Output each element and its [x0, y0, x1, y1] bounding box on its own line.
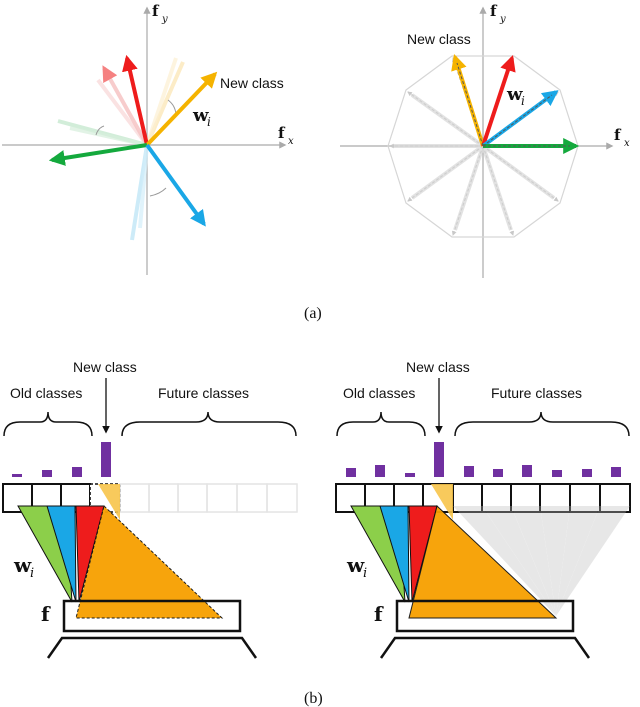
- future-classes-brace-right: [454, 411, 630, 437]
- bar-r-7: [522, 465, 532, 477]
- weight-label-b: w: [13, 553, 32, 577]
- arrow-red: [122, 54, 149, 146]
- weight-sub-right: i: [521, 94, 525, 108]
- bar-r-9: [582, 469, 592, 477]
- caption-a: (a): [304, 305, 322, 322]
- new-class-label-right: New class: [407, 31, 471, 47]
- rotation-arc-2: [95, 125, 105, 136]
- arrow-blue: [145, 143, 206, 227]
- weight-sub-b: i: [30, 566, 34, 581]
- axis-x-label-right: f: [614, 126, 622, 144]
- old-classes-label: Old classes: [10, 385, 82, 401]
- bar-r-3: [405, 473, 415, 477]
- caption-b: (b): [304, 690, 323, 707]
- new-class-label-b: New class: [73, 359, 137, 375]
- bar-1: [12, 474, 22, 477]
- base-stand-right: [379, 636, 591, 659]
- axis-x-label: f: [278, 124, 286, 142]
- arrow-green: [48, 143, 148, 166]
- axis-y-sub: y: [161, 14, 168, 25]
- old-classes-brace: [3, 411, 93, 437]
- panel-a-left: f y f x New class w i: [2, 2, 294, 275]
- axis-y-sub-right: y: [499, 14, 506, 25]
- feature-label: f: [41, 602, 51, 626]
- old-classes-label-right: Old classes: [343, 385, 415, 401]
- future-classes-label-right: Future classes: [491, 385, 582, 401]
- faded-arrow-pink-2: [96, 78, 149, 147]
- bar-r-8: [552, 470, 562, 477]
- bar-r-10: [611, 467, 621, 477]
- triangle-orange: [75, 505, 224, 619]
- new-class-label-b-right: New class: [406, 359, 470, 375]
- panel-b-left: New class Old classes Future classes: [2, 359, 298, 659]
- feature-box: [62, 599, 242, 633]
- bar-r-new: [434, 442, 444, 477]
- triangle-blue-right: [379, 505, 410, 603]
- faded-arrow-yellow-2: [145, 57, 178, 146]
- base-stand: [46, 636, 258, 659]
- bar-r-5: [464, 466, 474, 477]
- feature-label-right: f: [374, 602, 384, 626]
- rotation-arc-3: [149, 187, 167, 197]
- future-triangles: [453, 506, 630, 616]
- bar-3: [72, 467, 82, 477]
- new-class-label: New class: [220, 75, 284, 91]
- bar-2: [42, 470, 52, 477]
- arrow-red-right: [481, 54, 516, 147]
- gray-arrow-bodies: [394, 93, 556, 231]
- axis-y-label: f: [152, 2, 160, 20]
- arrow-dash-overlay-orange: [456, 62, 484, 147]
- axis-y-label-right: f: [490, 2, 498, 20]
- old-classes-brace-right: [336, 411, 426, 437]
- triangle-orange-fill-top-right: [431, 484, 453, 520]
- future-cells: [119, 483, 298, 513]
- weight-label-right: w: [506, 84, 523, 105]
- bar-new: [101, 442, 111, 477]
- bar-r-1: [346, 468, 356, 477]
- equiangular-polygon: [387, 55, 579, 238]
- triangle-orange-right: [408, 505, 558, 619]
- triangle-blue: [46, 505, 77, 603]
- weight-sub-b-right: i: [363, 566, 367, 581]
- faded-arrow-green-2: [69, 126, 148, 147]
- panel-a-right: f y f x: [340, 2, 630, 278]
- triangle-red: [75, 505, 105, 603]
- panel-b-right: New class Old classes Future classes: [335, 359, 631, 659]
- future-classes-brace: [121, 411, 297, 437]
- weight-sub: i: [207, 115, 211, 129]
- weight-label-b-right: w: [346, 553, 365, 577]
- feature-box-right: [395, 599, 575, 633]
- weight-label: w: [192, 105, 209, 126]
- arrow-orange: [145, 71, 218, 147]
- bar-r-2: [375, 465, 385, 477]
- axis-x-sub-right: x: [624, 138, 630, 149]
- arrow-dash-overlay-blue: [482, 94, 553, 147]
- faded-arrow-pink-1: [102, 65, 149, 146]
- axis-x-sub: x: [288, 136, 294, 147]
- triangle-orange-fill-top: [98, 484, 120, 520]
- faded-arrow-blue-2: [138, 144, 149, 229]
- future-classes-label: Future classes: [158, 385, 249, 401]
- bar-r-6: [493, 469, 503, 477]
